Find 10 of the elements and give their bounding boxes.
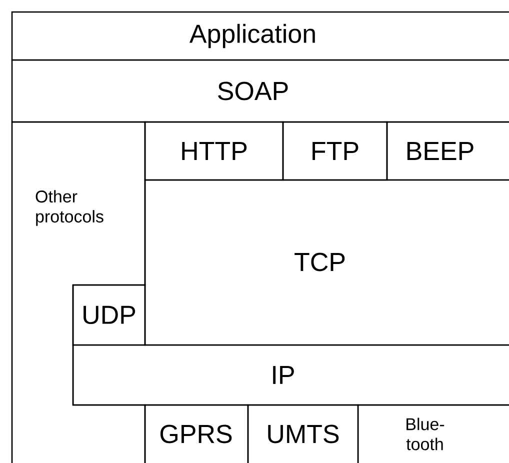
protocol-cell: TCP <box>144 179 509 346</box>
protocol-cell: BEEP <box>386 121 509 181</box>
protocol-cell: UMTS <box>247 404 359 463</box>
protocol-cell: IP <box>72 344 509 406</box>
protocol-cell: Application <box>11 11 509 61</box>
protocol-cell: HTTP <box>144 121 284 181</box>
protocol-cell: GPRS <box>144 404 249 463</box>
protocol-cell: Blue- tooth <box>357 404 509 463</box>
protocol-cell: FTP <box>282 121 388 181</box>
protocol-cell: SOAP <box>11 59 509 123</box>
